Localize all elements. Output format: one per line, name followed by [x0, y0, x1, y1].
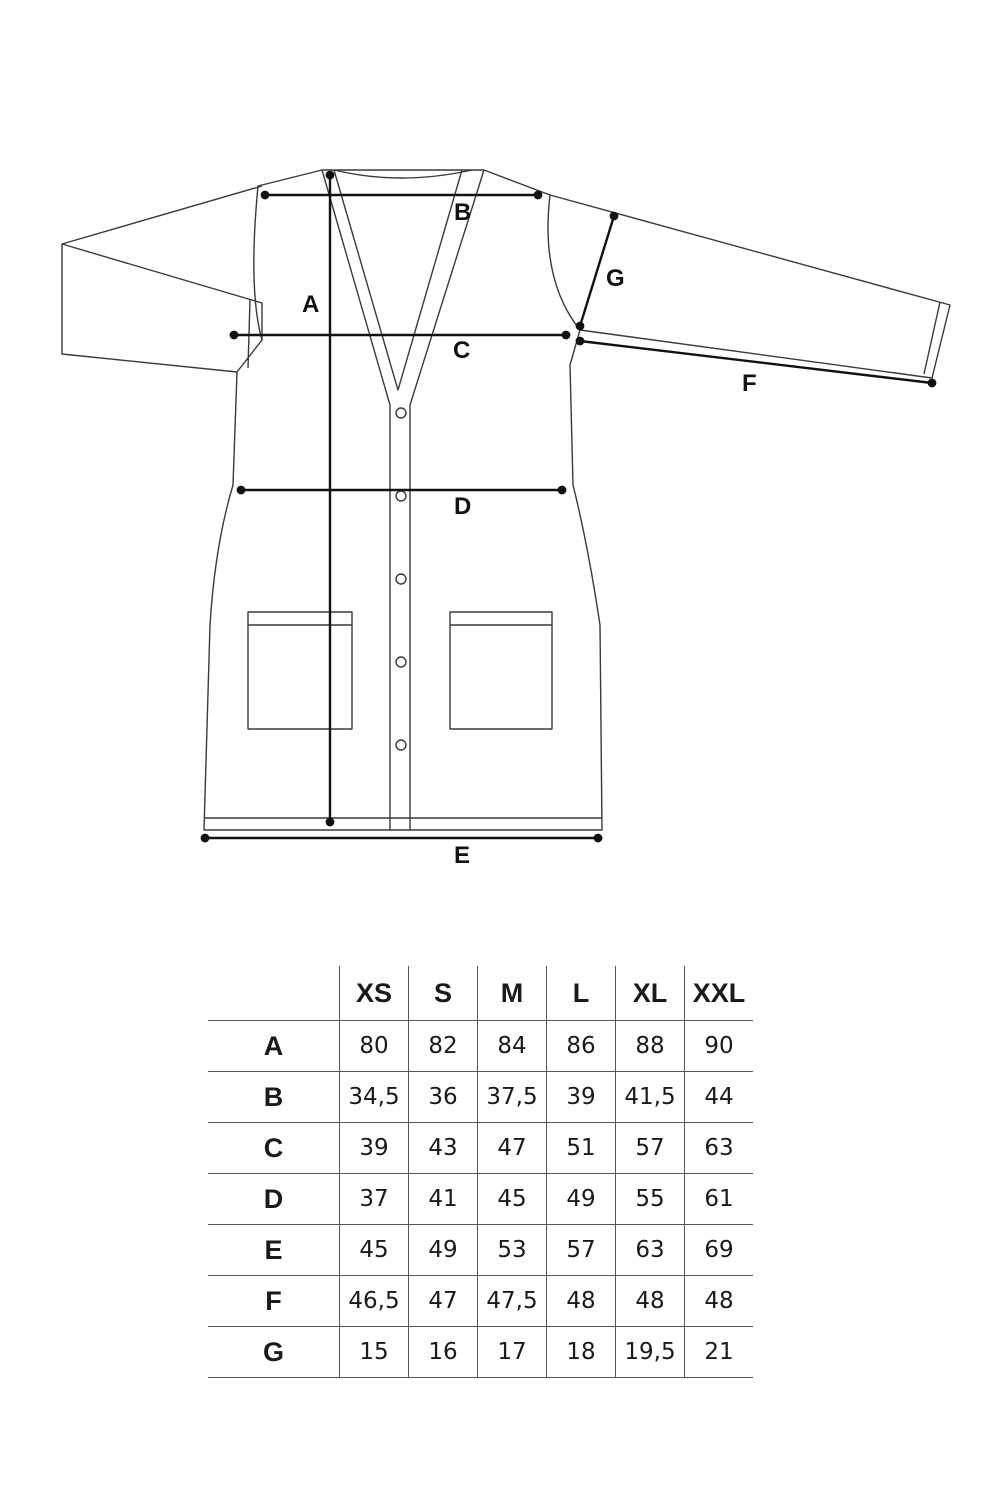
size-header-xs: XS: [339, 966, 409, 1021]
measure-line-g: [575, 211, 619, 331]
table-cell: 82: [408, 1020, 478, 1072]
table-cell: 45: [339, 1224, 409, 1276]
size-table: XS S M L XL XXL A 80 82 84 86 88 90 B 34…: [208, 966, 753, 1378]
measure-label-g: G: [606, 265, 625, 292]
table-cell: 47,5: [477, 1275, 547, 1327]
table-cell: 84: [477, 1020, 547, 1072]
measure-label-e: E: [454, 842, 470, 869]
right-sleeve-outline: [549, 194, 951, 379]
size-header-l: L: [546, 966, 616, 1021]
size-header-row: XS S M L XL XXL: [208, 966, 753, 1021]
table-row: B 34,5 36 37,5 39 41,5 44: [208, 1071, 753, 1123]
right-pocket: [449, 611, 553, 730]
table-cell: 43: [408, 1122, 478, 1174]
button: [395, 656, 407, 668]
measure-line-c: [229, 330, 571, 340]
table-cell: 21: [684, 1326, 753, 1378]
table-cell: 57: [546, 1224, 616, 1276]
button: [395, 739, 407, 751]
table-cell: 39: [339, 1122, 409, 1174]
v-neck-placket: [321, 169, 485, 830]
measure-line-a: [325, 170, 335, 827]
table-cell: 45: [477, 1173, 547, 1225]
table-row: C 39 43 47 51 57 63: [208, 1122, 753, 1174]
size-header-s: S: [408, 966, 478, 1021]
left-pocket: [247, 611, 353, 730]
size-header-m: M: [477, 966, 547, 1021]
measure-label-d: D: [454, 493, 471, 520]
table-cell: 49: [546, 1173, 616, 1225]
table-cell: 63: [684, 1122, 753, 1174]
table-cell: 16: [408, 1326, 478, 1378]
table-cell: 48: [615, 1275, 685, 1327]
table-corner: [208, 966, 340, 1021]
cardigan-body-outline: [203, 169, 603, 831]
table-cell: 46,5: [339, 1275, 409, 1327]
row-label: G: [262, 1336, 284, 1367]
table-cell: 39: [546, 1071, 616, 1123]
table-cell: 55: [615, 1173, 685, 1225]
measure-line-e: [200, 833, 603, 843]
table-cell: 86: [546, 1020, 616, 1072]
table-cell: 48: [684, 1275, 753, 1327]
table-row: E 45 49 53 57 63 69: [208, 1224, 753, 1276]
measure-line-f: [575, 336, 937, 388]
table-cell: 37: [339, 1173, 409, 1225]
table-cell: 18: [546, 1326, 616, 1378]
table-cell: 47: [477, 1122, 547, 1174]
left-sleeve-outline: [61, 185, 263, 373]
row-label: C: [263, 1132, 284, 1163]
back-neckline: [333, 169, 473, 179]
row-label: E: [264, 1234, 283, 1265]
measure-label-a: A: [302, 291, 319, 318]
table-cell: 41: [408, 1173, 478, 1225]
measure-label-c: C: [453, 337, 470, 364]
table-cell: 44: [684, 1071, 753, 1123]
table-cell: 88: [615, 1020, 685, 1072]
table-cell: 48: [546, 1275, 616, 1327]
table-cell: 63: [615, 1224, 685, 1276]
table-row: G 15 16 17 18 19,5 21: [208, 1326, 753, 1378]
table-cell: 34,5: [339, 1071, 409, 1123]
table-cell: 49: [408, 1224, 478, 1276]
row-label: F: [265, 1285, 282, 1316]
table-cell: 80: [339, 1020, 409, 1072]
table-cell: 37,5: [477, 1071, 547, 1123]
table-cell: 61: [684, 1173, 753, 1225]
row-label: B: [263, 1081, 284, 1112]
table-cell: 19,5: [615, 1326, 685, 1378]
table-cell: 41,5: [615, 1071, 685, 1123]
table-cell: 36: [408, 1071, 478, 1123]
button: [395, 490, 407, 502]
measure-label-f: F: [742, 370, 757, 397]
row-label: D: [263, 1183, 284, 1214]
table-cell: 57: [615, 1122, 685, 1174]
measure-line-d: [236, 485, 567, 495]
size-header-xxl: XXL: [684, 966, 753, 1021]
table-cell: 15: [339, 1326, 409, 1378]
table-cell: 17: [477, 1326, 547, 1378]
table-cell: 53: [477, 1224, 547, 1276]
button: [395, 573, 407, 585]
table-cell: 51: [546, 1122, 616, 1174]
row-label: A: [263, 1030, 284, 1061]
measure-label-b: B: [454, 199, 471, 226]
table-row: A 80 82 84 86 88 90: [208, 1020, 753, 1072]
table-cell: 90: [684, 1020, 753, 1072]
measure-line-b: [260, 190, 543, 200]
table-cell: 47: [408, 1275, 478, 1327]
table-row: F 46,5 47 47,5 48 48 48: [208, 1275, 753, 1327]
cardigan-measurement-diagram: A B C D E F G: [61, 169, 951, 869]
table-cell: 69: [684, 1224, 753, 1276]
button: [395, 407, 407, 419]
table-row: D 37 41 45 49 55 61: [208, 1173, 753, 1225]
size-header-xl: XL: [615, 966, 685, 1021]
